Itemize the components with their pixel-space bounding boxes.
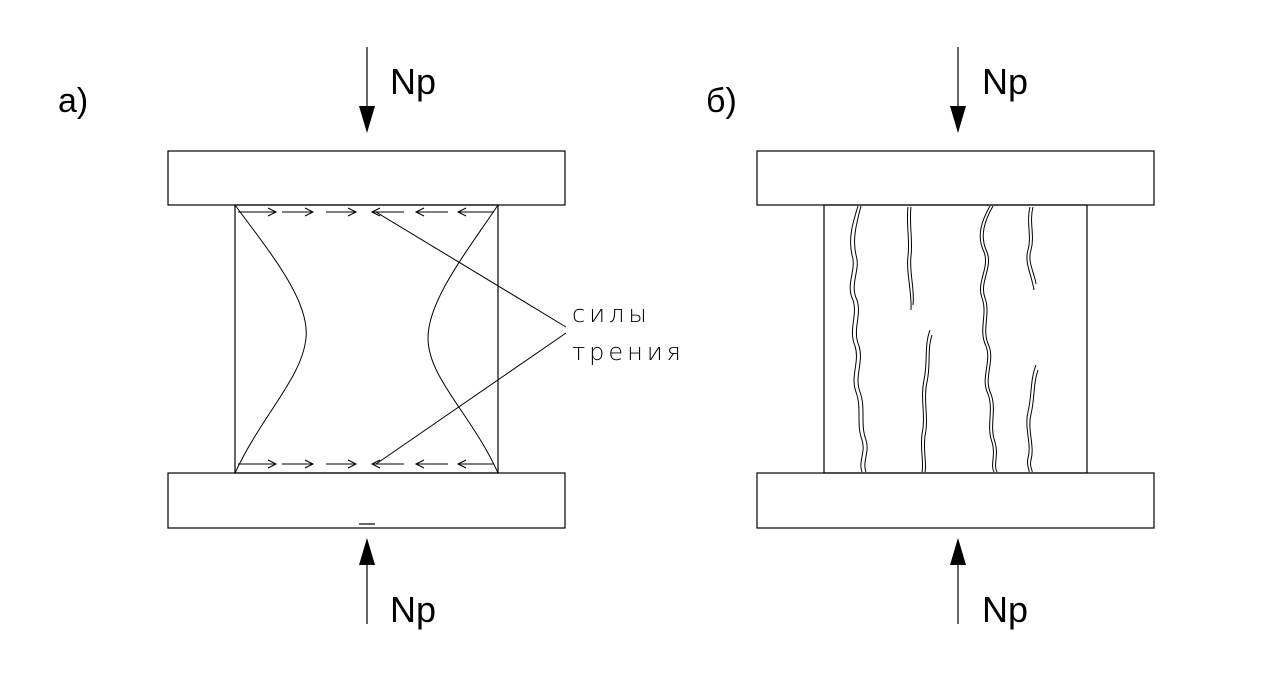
panel-a: а) Np (58, 47, 685, 630)
bottom-force-label-a: Np (390, 589, 436, 630)
bottom-force-arrow-b (950, 538, 966, 624)
top-plate-b (756, 150, 1155, 206)
top-plate-a (167, 150, 566, 206)
panel-b: б) Np (706, 47, 1155, 630)
panel-b-label: б) (706, 82, 737, 120)
bottom-force-label-b: Np (982, 589, 1028, 630)
vertical-cracks-b (849, 205, 1039, 473)
annotation-line2-a: трения (572, 338, 685, 366)
friction-arrows-bottom-a (238, 459, 494, 469)
top-force-arrow-b (950, 47, 966, 133)
top-force-arrow-a (359, 47, 375, 133)
leader-line-top-a (375, 211, 567, 328)
top-force-label-b: Np (982, 61, 1028, 102)
bottom-force-arrow-a (359, 538, 375, 624)
bottom-plate-b (756, 472, 1155, 529)
specimen-b (823, 204, 1088, 474)
annotation-line1-a: силы (572, 300, 651, 328)
left-cone-curve-a (234, 204, 307, 474)
leader-line-bottom-a (375, 332, 567, 465)
friction-arrows-top-a (238, 207, 494, 217)
right-cone-curve-a (427, 204, 499, 474)
specimen-a (234, 204, 499, 474)
panel-a-label: а) (58, 82, 88, 120)
top-force-label-a: Np (390, 61, 436, 102)
bottom-plate-a (167, 472, 566, 529)
